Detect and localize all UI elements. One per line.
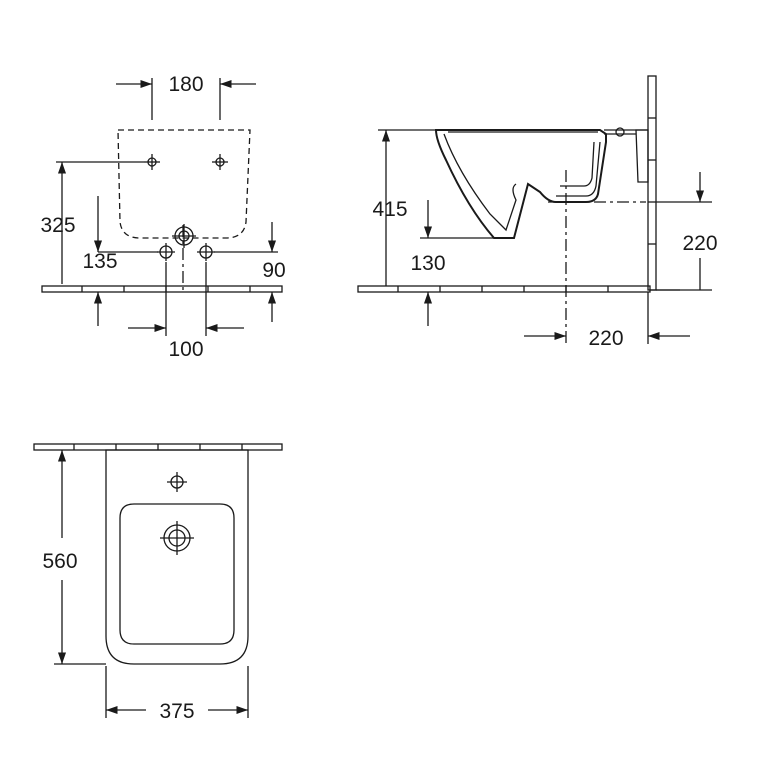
front-supply-right [197,243,215,261]
side-floor-line [357,285,651,293]
dim-560: 560 [42,450,106,665]
dim-375: 375 [105,666,249,723]
dim-100-label: 100 [168,338,203,361]
dim-220-vertical: 220 [656,172,718,291]
front-supply-center [172,224,196,248]
dim-130-label: 130 [410,252,445,275]
dim-180-label: 180 [168,73,203,96]
dim-325-label: 325 [40,214,75,237]
front-view: 180 325 135 90 100 [40,73,285,361]
dim-90-label: 90 [262,259,285,282]
dim-100: 100 [128,262,244,361]
side-wall [647,75,680,291]
dim-415: 415 [372,129,436,286]
dim-325: 325 [40,161,144,284]
dim-415-label: 415 [372,198,407,221]
dim-220-vertical-label: 220 [682,232,717,255]
dim-135-label: 135 [82,250,117,273]
front-floor-line [41,285,283,293]
front-fixing-bolt-left [144,154,160,170]
top-view: 560 375 [33,443,283,723]
top-tap-hole [167,472,187,492]
front-supply-left [157,243,175,261]
side-view: 415 130 220 220 [357,75,718,350]
dim-90: 90 [214,222,286,322]
front-fixing-bolt-right [212,154,228,170]
top-drain [160,521,194,555]
side-wall-bracket [635,129,649,183]
top-bidet-bowl [119,503,235,645]
dim-220-horizontal-label: 220 [588,327,623,350]
side-bidet-body [434,129,607,239]
dim-180: 180 [116,73,256,120]
top-bidet-outer[interactable] [105,449,249,665]
dim-375-label: 375 [159,700,194,723]
dim-560-label: 560 [42,550,77,573]
dim-130: 130 [410,200,494,326]
dim-135: 135 [82,196,158,326]
top-wall-line [33,443,283,451]
dim-220-horizontal: 220 [524,292,690,350]
front-bidet-outline-hidden [117,129,251,239]
